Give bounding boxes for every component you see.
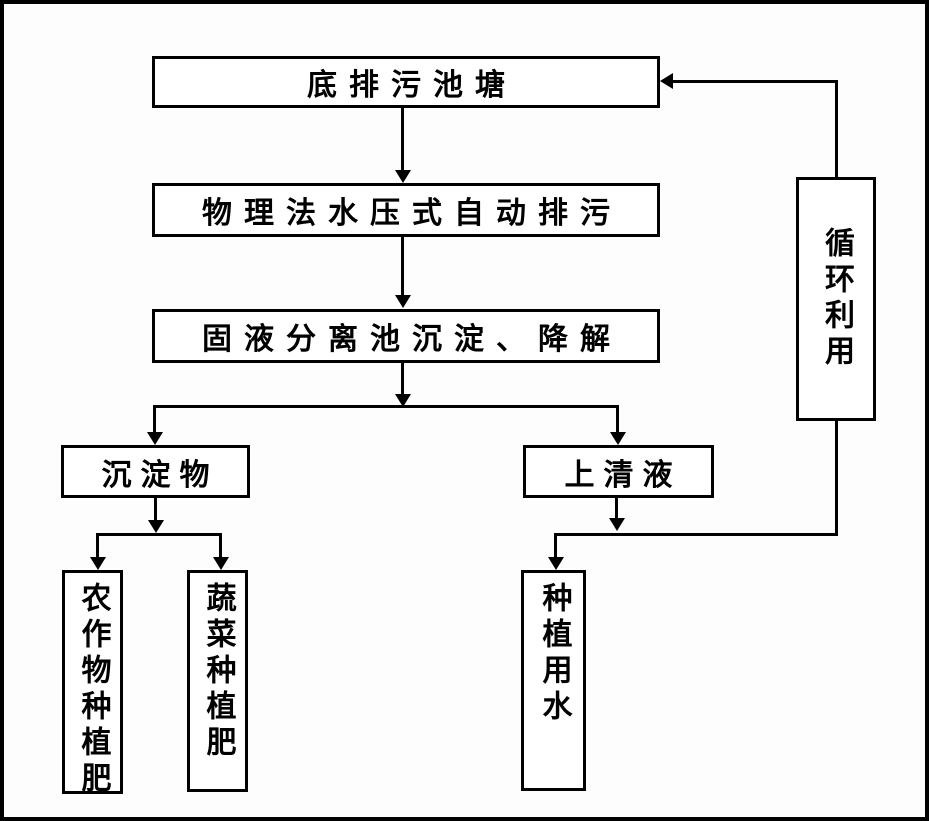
edge-split-to-sediment (153, 405, 156, 433)
arrowhead-separation-to-split (395, 394, 411, 407)
node-planting-water: 种植用水 (521, 570, 586, 791)
arrowhead-recycle-to-pond (660, 73, 673, 89)
edge-split-to-cropfert (96, 533, 99, 558)
arrowhead-sediment-to-split (148, 520, 164, 533)
arrowhead-split-to-vegfert (213, 557, 229, 570)
node-auto-drain: 物理法水压式自动排污 (152, 183, 660, 237)
edge-separation-to-split (401, 363, 404, 396)
edge-recycle-up (835, 80, 838, 177)
arrowhead-autodrain-to-separation (395, 295, 411, 308)
edge-split-bar-sediment (96, 533, 222, 536)
node-supernatant: 上清液 (523, 445, 714, 498)
node-pond: 底排污池塘 (152, 56, 660, 108)
arrowhead-split-to-cropfert (90, 557, 106, 570)
node-vegetable-fertilizer: 蔬菜种植肥 (187, 570, 248, 792)
node-separation: 固液分离池沉淀、降解 (152, 309, 660, 363)
edge-split-to-vegfert (219, 533, 222, 558)
node-recycle: 循环利用 (796, 177, 876, 421)
edge-split-bar-top (153, 405, 619, 408)
node-sediment: 沉淀物 (61, 445, 250, 498)
arrowhead-split-to-supernatant (610, 432, 626, 445)
edge-split-bar-supernatant (554, 533, 838, 536)
arrowhead-supernatant-to-split (609, 518, 625, 531)
edge-split-to-recycle (835, 421, 838, 536)
edge-recycle-to-pond (670, 80, 838, 83)
edge-split-to-plantingwater (554, 533, 557, 558)
edge-autodrain-to-separation (401, 237, 404, 297)
arrowhead-pond-to-autodrain (395, 170, 411, 183)
edge-split-to-supernatant (616, 405, 619, 433)
edge-pond-to-autodrain (401, 108, 404, 172)
edge-sediment-to-split (154, 498, 157, 522)
node-crop-fertilizer: 农作物种植肥 (62, 570, 123, 798)
edge-supernatant-to-split (615, 498, 618, 520)
arrowhead-split-to-plantingwater (548, 557, 564, 570)
arrowhead-split-to-sediment (147, 432, 163, 445)
